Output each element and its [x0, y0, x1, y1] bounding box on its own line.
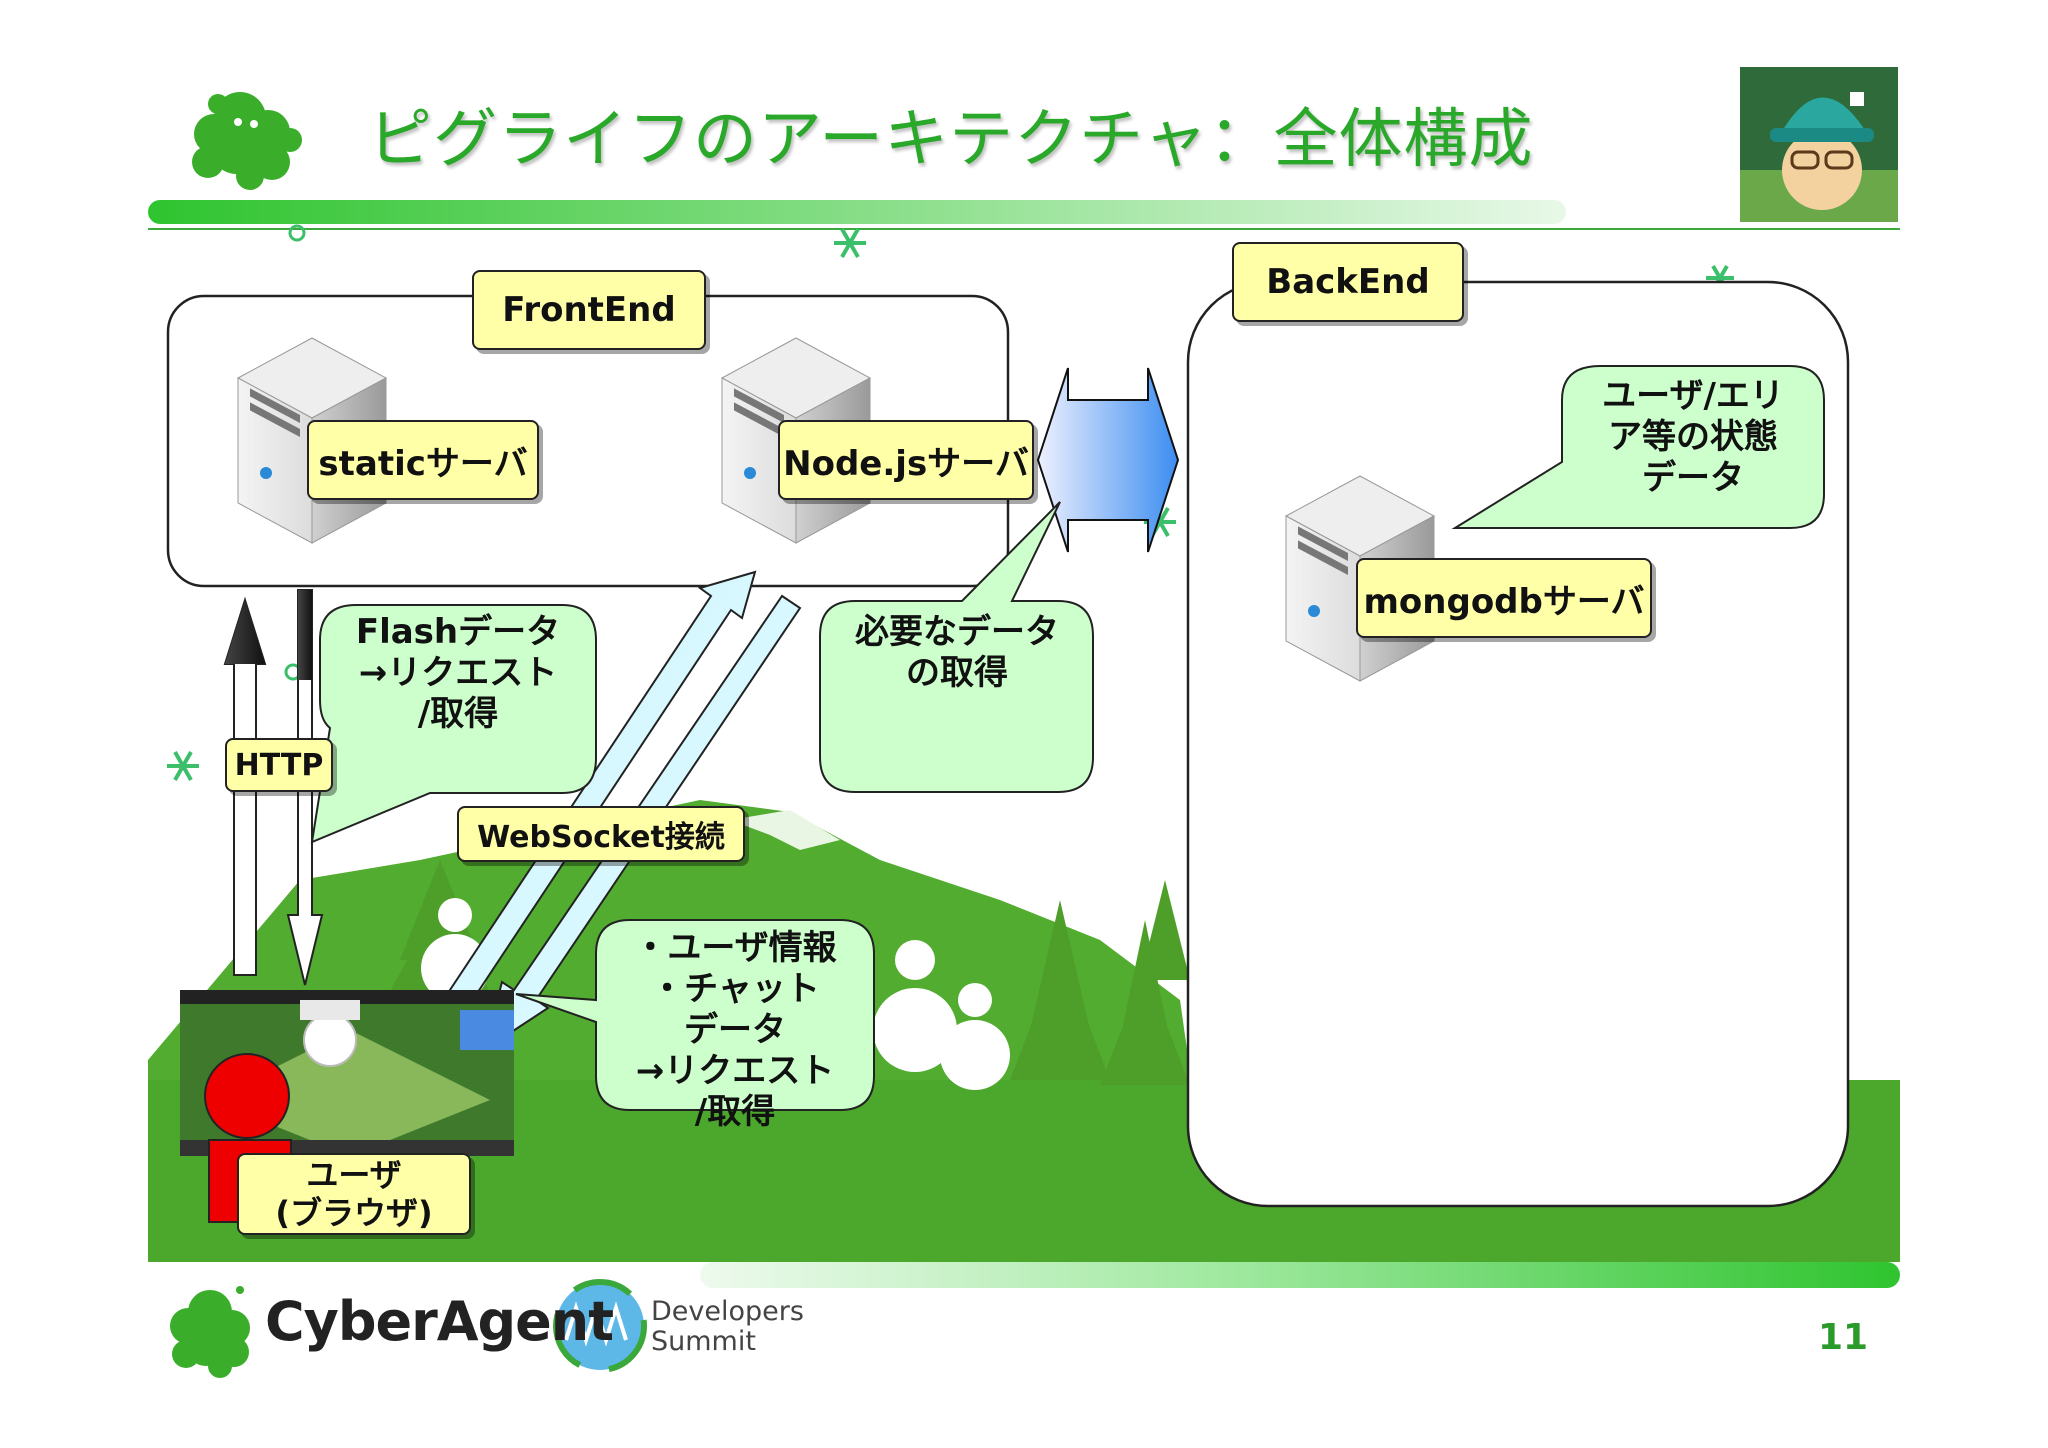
- flash-callout-shape: [310, 604, 597, 844]
- required-callout-text: 必要なデータ の取得: [855, 612, 1059, 693]
- state-callout-shape: [1451, 365, 1825, 529]
- server-icon: [1284, 475, 1436, 682]
- http-up-arrow-head: [225, 600, 265, 664]
- mongodb-server-label: mongodbサーバ: [1356, 558, 1652, 638]
- developers-summit-logo-icon: [553, 1279, 647, 1373]
- page-title: ピグライフのアーキテクチャ：全体構成: [368, 103, 1534, 177]
- state-callout-text: ユーザ/エリ ア等の状態 データ: [1602, 376, 1784, 498]
- frontend-label: FrontEnd: [472, 270, 706, 350]
- user-label: ユーザ (ブラウザ): [237, 1153, 471, 1235]
- event-logo-line1: Developers: [651, 1296, 804, 1327]
- mascot-logo-icon: [192, 92, 302, 190]
- backend-label: BackEnd: [1232, 242, 1464, 322]
- page-number: 11: [1818, 1317, 1869, 1358]
- server-icon: [236, 337, 388, 544]
- user-label-line2: (ブラウザ): [275, 1194, 433, 1232]
- avatar-portrait-icon: [1740, 67, 1898, 222]
- userdata-callout-text: ・ユーザ情報 ・チャット データ →リクエスト /取得: [633, 928, 837, 1132]
- mascot-logo-icon: [170, 1286, 250, 1378]
- flash-callout-text: Flashデータ →リクエスト /取得: [355, 612, 561, 734]
- company-logo-text: CyberAgent: [265, 1290, 614, 1353]
- http-label: HTTP: [225, 738, 333, 792]
- userdata-callout-shape: [515, 919, 875, 1111]
- required-callout-shape: [819, 501, 1094, 793]
- static-server-label: staticサーバ: [307, 420, 539, 500]
- double-arrow: [1036, 367, 1180, 553]
- nodejs-server-label: Node.jsサーバ: [778, 420, 1034, 500]
- snowflake-icon: [167, 228, 1734, 781]
- user-label-line1: ユーザ: [306, 1156, 402, 1194]
- websocket-label: WebSocket接続: [457, 806, 745, 862]
- event-logo-line2: Summit: [651, 1326, 756, 1357]
